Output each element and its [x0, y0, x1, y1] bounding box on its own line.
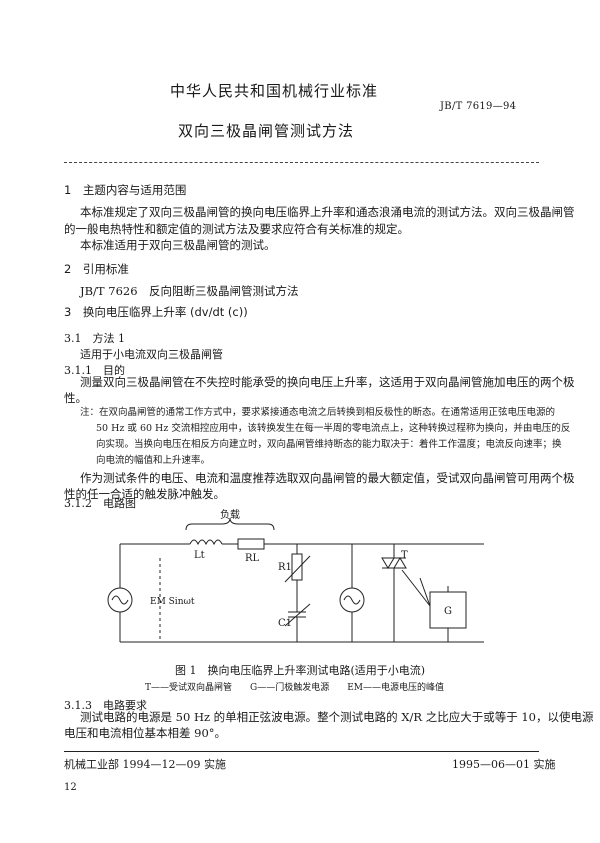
inductor-lt: [189, 539, 223, 546]
inductor-label: Lt: [194, 550, 205, 561]
circuit-diagram: 负载 Lt RL R1 C1 EM Sinωt T G: [107, 508, 484, 643]
resistor-rl-label: RL: [245, 553, 260, 564]
resistor-r1: [291, 553, 303, 581]
note-line: 50 Hz 或 60 Hz 交流相控应用中，该转换发生在每一半周的零电流点上，这…: [96, 423, 571, 434]
note-line: 向电流的幅值和上升速率。: [96, 455, 211, 466]
page-number: 12: [64, 782, 77, 793]
issue-date: 机械工业部 1994—12—09 实施: [64, 758, 226, 771]
document-title: 双向三极晶闸管测试方法: [178, 122, 355, 140]
circuit-requirement-line: 电压和电流相位基本相差 90°。: [64, 726, 227, 740]
header-divider: [64, 162, 539, 163]
referenced-standard: JB/T 7626 反向阻断三极晶闸管测试方法: [80, 284, 299, 298]
purpose-line: 性。: [64, 391, 87, 405]
circuit-requirement-line: 测试电路的电源是 50 Hz 的单相正弦波电源。整个测试电路的 X/R 之比应大…: [80, 710, 594, 724]
section-1-paragraph-line: 的一般电热特性和额定值的测试方法及要求应符合有关标准的规定。: [64, 222, 409, 236]
section-1-scope: 本标准适用于双向三极晶闸管的测试。: [80, 238, 276, 252]
resistor-r1-label: R1: [278, 562, 292, 573]
implementation-date: 1995—06—01 实施: [452, 758, 556, 771]
section-1-heading: 1 主题内容与适用范围: [64, 183, 187, 197]
document-number: JB/T 7619—94: [440, 101, 517, 112]
section-2-heading: 2 引用标准: [64, 262, 129, 276]
footer-divider: [64, 751, 539, 752]
section-3-1-heading: 3.1 方法 1: [64, 332, 125, 345]
figure-legend: T——受试双向晶闸管 G——门极触发电源 EM——电源电压的峰值: [145, 683, 444, 693]
triac-diode-1: [381, 557, 395, 569]
figure-caption: 图 1 换向电压临界上升率测试电路(适用于小电流): [175, 664, 426, 677]
purpose-line: 测量双向三极晶闸管在不失控时能承受的换向电压上升率，这适用于双向晶闸管施加电压的…: [80, 375, 575, 389]
note-line: 注：在双向晶闸管的通常工作方式中，要求紧接通态电流之后转换到相反极性的断态。在通…: [80, 407, 556, 418]
gate-label: G: [444, 606, 452, 617]
test-condition-line: 性的任一合适的触发脉冲触发。: [64, 487, 225, 501]
capacitor-c1-label: C1: [278, 618, 292, 629]
section-3-1-text: 适用于小电流双向三极晶闸管: [80, 348, 223, 361]
thyristor-label: T: [401, 550, 408, 561]
section-1-paragraph-line: 本标准规定了双向三极晶闸管的换向电压临界上升率和通态浪涌电流的测试方法。双向三极…: [80, 205, 575, 219]
load-brace: [185, 517, 275, 531]
section-3-1-1-heading: 3.1.1 目的: [64, 364, 125, 377]
load-label: 负载: [220, 508, 240, 521]
note-line: 向实现。当换向电压在相反方向建立时，双向晶闸管维持断态的能力取决于：着件工作温度…: [96, 439, 562, 450]
section-3-1-2-heading: 3.1.2 电路图: [64, 497, 136, 510]
standard-category-title: 中华人民共和国机械行业标准: [170, 82, 379, 100]
section-3-1-3-heading: 3.1.3 电路要求: [64, 699, 147, 712]
test-condition-line: 作为测试条件的电压、电流和温度推荐选取双向晶闸管的最大额定值，受试双向晶闸管可用…: [80, 471, 575, 485]
section-3-heading: 3 换向电压临界上升率 (dv/dt (c)): [64, 305, 248, 319]
resistor-rl: [237, 538, 265, 550]
source-label: EM Sinωt: [150, 597, 195, 607]
